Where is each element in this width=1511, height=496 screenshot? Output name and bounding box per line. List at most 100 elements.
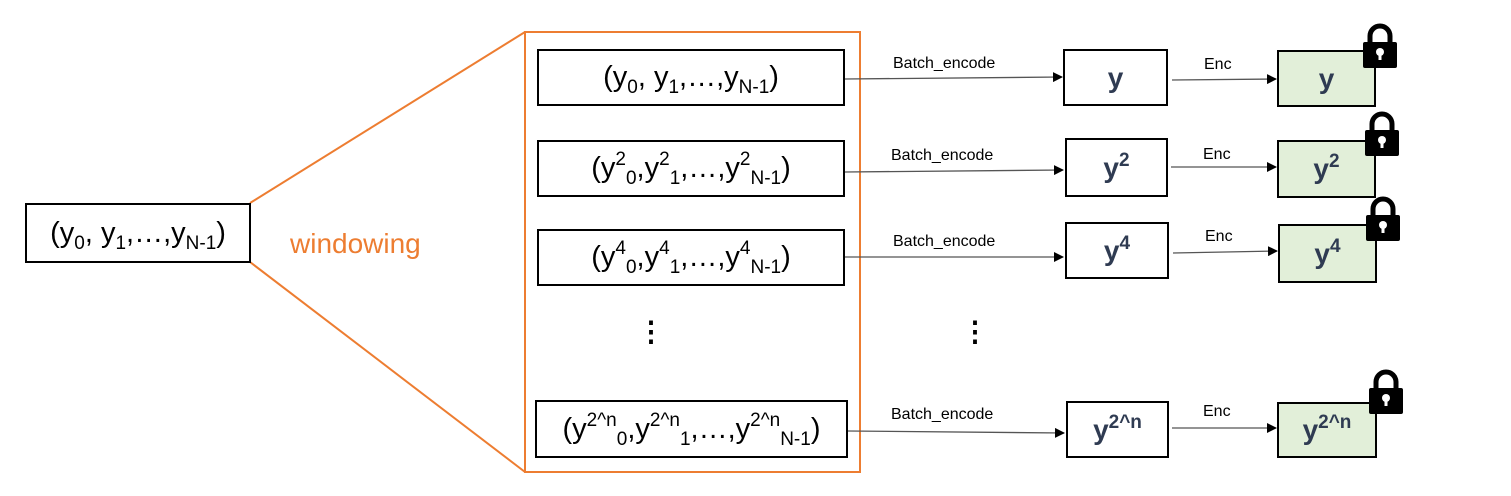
separator: , (690, 412, 699, 445)
enc-label: Enc (1203, 146, 1231, 163)
exponent: 4 (1119, 232, 1131, 254)
separator: , (679, 61, 688, 93)
separator: , (84, 216, 93, 249)
plaintext-value: y2^n (1093, 411, 1142, 446)
separator: , (636, 152, 645, 184)
batch-encode-arrow (844, 72, 1063, 83)
window-vector-box: (y0, y1,…,yN-1) (537, 49, 845, 106)
open-paren: ( (50, 216, 60, 249)
window-vector-box: (y20,y21,…,y2N-1) (537, 140, 845, 197)
lock-icon (1362, 22, 1398, 68)
batch-encode-arrow (844, 165, 1064, 176)
vertical-ellipsis: ⋮ (961, 316, 989, 347)
exponent: 2^n (586, 409, 617, 431)
input-vector: (y0, y1,…,yN-1) (50, 216, 226, 254)
open-paren: ( (562, 412, 573, 445)
batch-encode-label: Batch_encode (891, 147, 994, 164)
subscript: N-1 (750, 257, 782, 278)
open-paren: ( (603, 61, 613, 93)
variable: y (600, 152, 616, 184)
plaintext-box: y (1063, 49, 1168, 106)
variable: y (735, 412, 751, 445)
variable: y (644, 152, 660, 184)
ciphertext-value: y2 (1313, 151, 1340, 185)
variable: y (572, 412, 587, 445)
plaintext-box: y2^n (1066, 401, 1169, 458)
ciphertext-value: y (1319, 63, 1335, 95)
separator: , (163, 216, 172, 249)
batch-encode-label: Batch_encode (893, 233, 996, 250)
variable: y (1093, 413, 1109, 445)
lock-icon (1365, 195, 1401, 241)
exponent: 4 (659, 238, 670, 259)
ciphertext-box: y (1277, 50, 1376, 107)
ellipsis: … (698, 412, 728, 445)
space (93, 217, 101, 249)
exponent: 2 (659, 149, 670, 170)
windowing-label: windowing (290, 228, 421, 259)
variable: y (612, 61, 628, 93)
exponent: 2 (1119, 149, 1130, 171)
variable: y (724, 61, 739, 93)
zoom-line-bottom (249, 261, 526, 473)
window-frame (524, 31, 861, 473)
plaintext-value: y2 (1103, 149, 1130, 184)
ellipsis: … (688, 241, 718, 273)
subscript: 1 (115, 232, 127, 254)
variable: y (1314, 237, 1330, 269)
exponent: 2 (1329, 151, 1340, 172)
subscript: 1 (669, 257, 681, 278)
batch-encode-label: Batch_encode (893, 55, 996, 72)
window-vector: (y40,y41,…,y4N-1) (591, 238, 791, 278)
exponent: 2^n (1108, 411, 1142, 433)
variable: y (171, 216, 186, 249)
window-vector: (y2^n0,y2^n1,…,y2^nN-1) (562, 409, 821, 450)
subscript: 0 (625, 257, 637, 278)
separator: , (680, 152, 689, 184)
plaintext-value: y4 (1103, 232, 1131, 267)
separator: , (716, 61, 725, 93)
exponent: 4 (739, 238, 751, 259)
exponent: 4 (615, 238, 626, 259)
close-paren: ) (781, 241, 791, 273)
variable: y (1318, 62, 1335, 94)
variable: y (653, 61, 669, 93)
subscript: 1 (679, 428, 691, 450)
exponent: 2^n (1318, 412, 1352, 433)
variable: y (1313, 153, 1329, 184)
subscript: 1 (669, 168, 681, 189)
variable: y (1103, 234, 1120, 266)
subscript: 0 (625, 168, 637, 189)
plaintext-value: y (1108, 62, 1124, 94)
ellipsis: … (134, 216, 164, 249)
subscript: 0 (627, 77, 638, 98)
subscript: 0 (616, 428, 628, 450)
enc-label: Enc (1203, 403, 1231, 420)
variable: y (1107, 61, 1124, 93)
ciphertext-value: y4 (1314, 236, 1340, 270)
lock-icon (1368, 368, 1404, 414)
separator: , (636, 241, 645, 273)
separator: , (126, 216, 135, 249)
ciphertext-box: y4 (1278, 224, 1377, 283)
separator: , (680, 241, 689, 273)
close-paren: ) (810, 412, 821, 445)
variable: y (725, 152, 740, 184)
variable: y (600, 241, 616, 273)
close-paren: ) (781, 152, 791, 184)
window-vector-box: (y40,y41,…,y4N-1) (537, 229, 845, 286)
enc-label: Enc (1205, 228, 1233, 245)
batch-encode-label: Batch_encode (891, 406, 994, 423)
enc-label: Enc (1204, 56, 1232, 73)
plaintext-box: y4 (1065, 222, 1169, 279)
subscript: N-1 (185, 232, 217, 254)
open-paren: ( (591, 152, 601, 184)
exponent: 2 (615, 149, 626, 170)
variable: y (1302, 414, 1319, 445)
variable: y (725, 241, 740, 273)
ellipsis: … (688, 152, 718, 184)
close-paren: ) (216, 216, 226, 249)
close-paren: ) (769, 61, 779, 93)
subscript: 1 (668, 77, 680, 98)
